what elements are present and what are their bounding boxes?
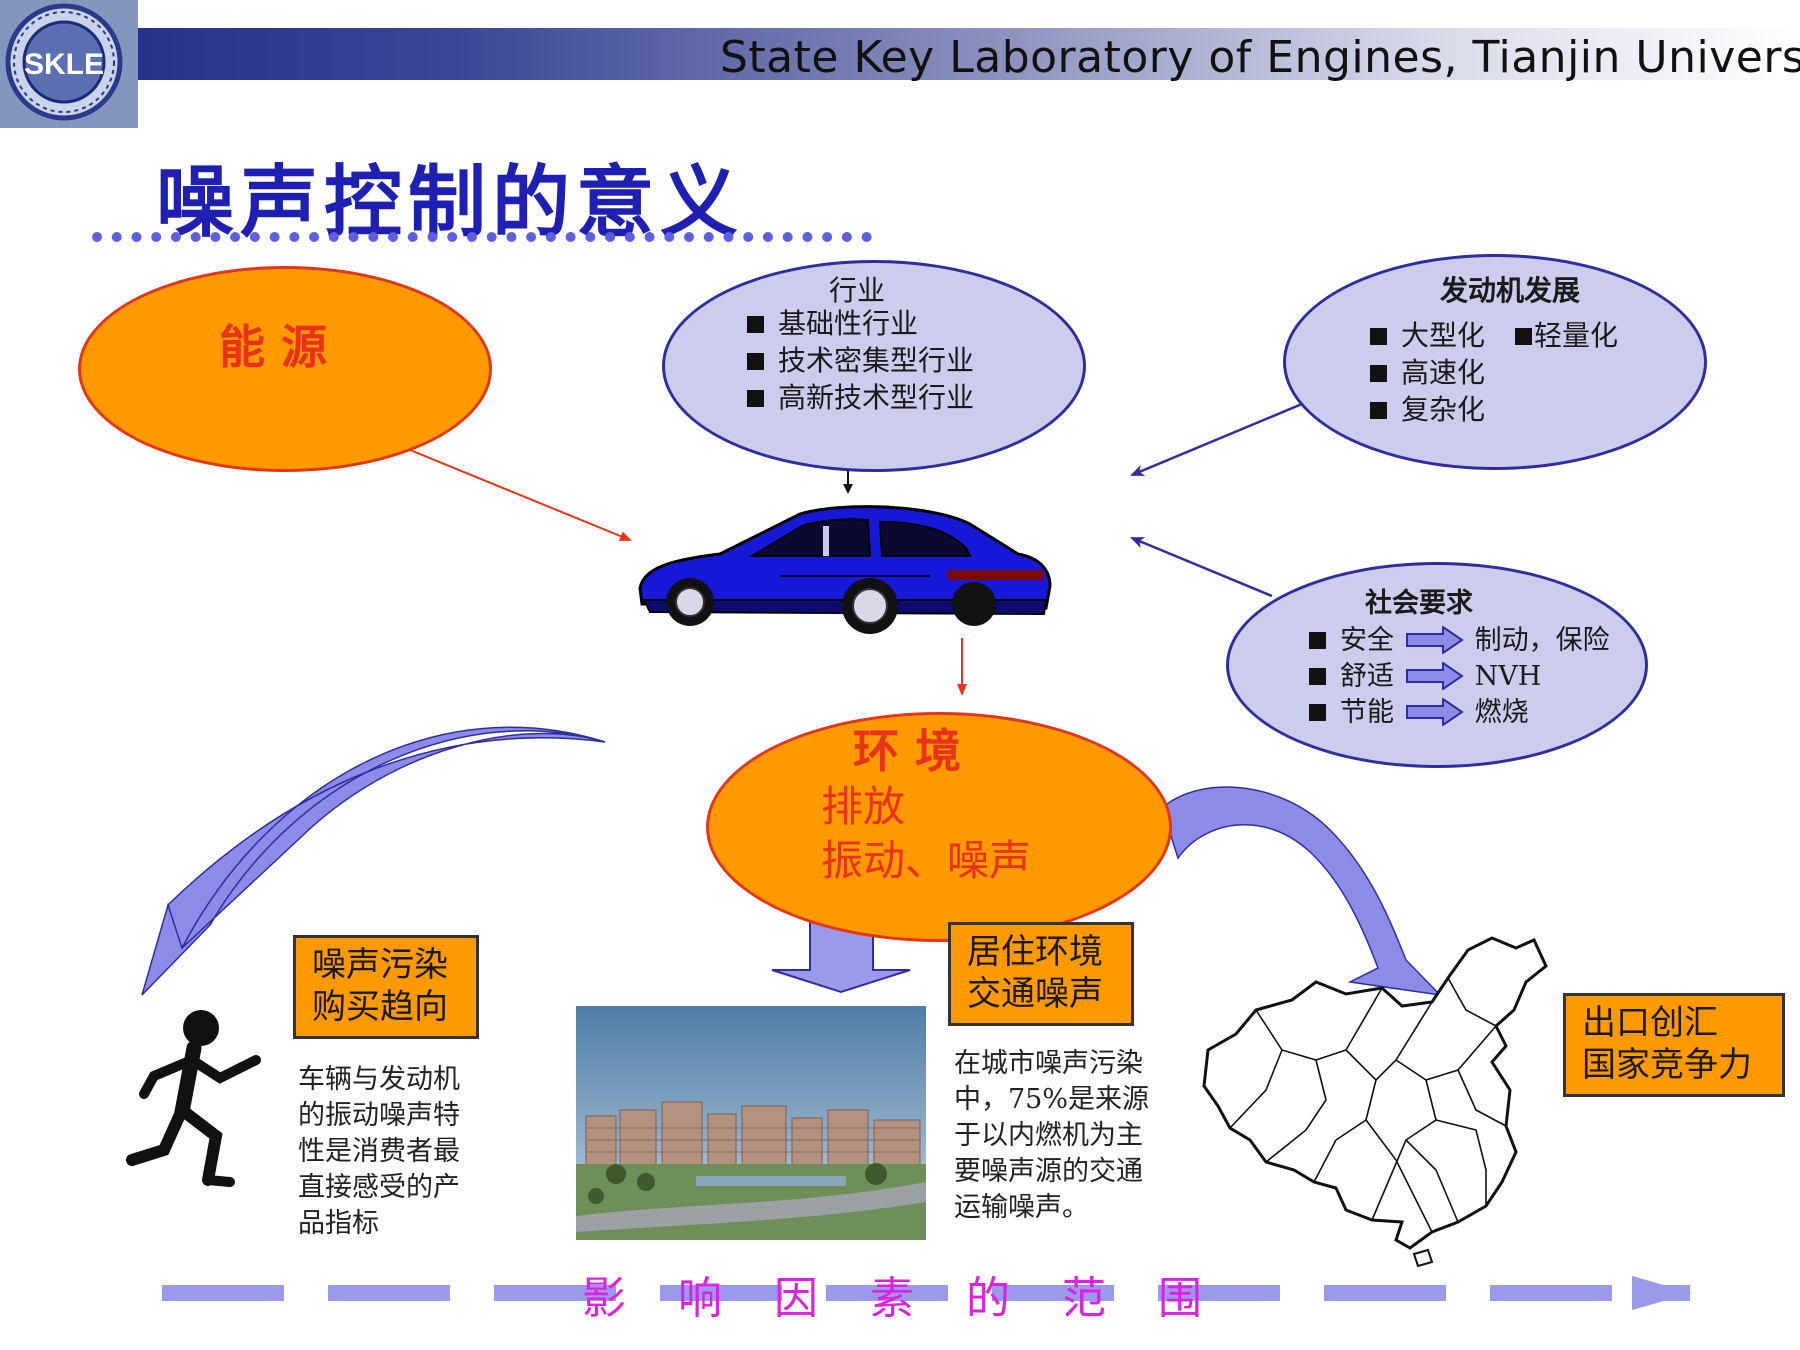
- social-list: 安全 制动，保险 舒适 NVH 节能 燃烧: [1309, 623, 1610, 731]
- industry-title: 行业: [829, 274, 886, 307]
- svg-text:SKLE: SKLE: [24, 48, 104, 81]
- right-arrow-icon: [1405, 625, 1464, 655]
- bullet-square-icon: [1309, 668, 1326, 685]
- environment-line2: 振动、噪声: [821, 836, 1032, 885]
- header-gradient-bar: [0, 28, 1800, 80]
- title-dotted-rule: [92, 232, 872, 242]
- skle-logo: SKLE: [0, 0, 138, 128]
- bullet-square-icon: [1309, 632, 1326, 649]
- bullet-square-icon: [747, 390, 764, 407]
- scope-label: 影响因素的范围: [582, 1273, 1202, 1324]
- social-to-car-arrow: [1130, 536, 1273, 598]
- social-row: 节能 燃烧: [1309, 695, 1610, 731]
- bullet-square-icon: [747, 353, 764, 370]
- industry-ellipse: 行业 基础性行业 技术密集型行业 高新技术型行业: [662, 260, 1086, 472]
- text-consumer-indicator: 车辆与发动机 的振动噪声特 性是消费者最 直接感受的产 品指标: [298, 1064, 460, 1239]
- bullet-square-icon: [1370, 365, 1387, 382]
- running-person-icon: [126, 1010, 261, 1187]
- box-living-environment: 居住环境 交通噪声: [948, 922, 1134, 1026]
- right-arrow-icon: [1405, 661, 1464, 691]
- social-ellipse: 社会要求 安全 制动，保险 舒适 NVH 节能 燃烧: [1226, 562, 1648, 768]
- environment-ellipse: 环 境 排放 振动、噪声: [706, 712, 1172, 942]
- social-row: 舒适 NVH: [1309, 659, 1610, 695]
- china-map: [1202, 936, 1548, 1268]
- city-photo: [576, 1006, 926, 1240]
- engine-dev-item: 复杂化: [1370, 391, 1618, 428]
- industry-item: 技术密集型行业: [747, 342, 974, 379]
- engine-dev-ellipse: 发动机发展 大型化轻量化 高速化 复杂化: [1283, 254, 1707, 470]
- bullet-square-icon: [1309, 704, 1326, 721]
- right-arrow-icon: [1405, 697, 1464, 727]
- header-organization: State Key Laboratory of Engines, Tianjin…: [720, 32, 1800, 83]
- car-icon: [638, 505, 1052, 634]
- environment-line1: 排放: [821, 782, 906, 831]
- environment-title: 环 境: [853, 724, 962, 778]
- box-noise-pollution: 噪声污染 购买趋向: [293, 935, 479, 1039]
- engine-dev-title: 发动机发展: [1440, 274, 1581, 307]
- curved-arrow-left: [141, 726, 606, 996]
- box-export: 出口创汇 国家竞争力: [1563, 993, 1785, 1097]
- curved-arrow-right: [1161, 786, 1443, 997]
- bullet-square-icon: [747, 316, 764, 333]
- text-urban-noise: 在城市噪声污染 中，75%是来源 于以内燃机为主 要噪声源的交通 运输噪声。: [954, 1048, 1150, 1223]
- bullet-square-icon: [1515, 328, 1533, 345]
- energy-ellipse: 能 源: [78, 266, 492, 472]
- engine-dev-item: 大型化轻量化: [1370, 317, 1618, 354]
- engine-dev-item: 高速化: [1370, 354, 1618, 391]
- social-title: 社会要求: [1365, 588, 1473, 619]
- energy-label: 能 源: [219, 320, 328, 374]
- bullet-square-icon: [1370, 402, 1387, 419]
- energy-to-car-arrow: [409, 449, 632, 541]
- engine-dev-list: 大型化轻量化 高速化 复杂化: [1370, 317, 1618, 428]
- industry-list: 基础性行业 技术密集型行业 高新技术型行业: [747, 305, 974, 416]
- industry-item: 高新技术型行业: [747, 379, 974, 416]
- industry-item: 基础性行业: [747, 305, 974, 342]
- social-row: 安全 制动，保险: [1309, 623, 1610, 659]
- engine-dev-to-car-arrow: [1130, 402, 1303, 477]
- bullet-square-icon: [1370, 328, 1387, 345]
